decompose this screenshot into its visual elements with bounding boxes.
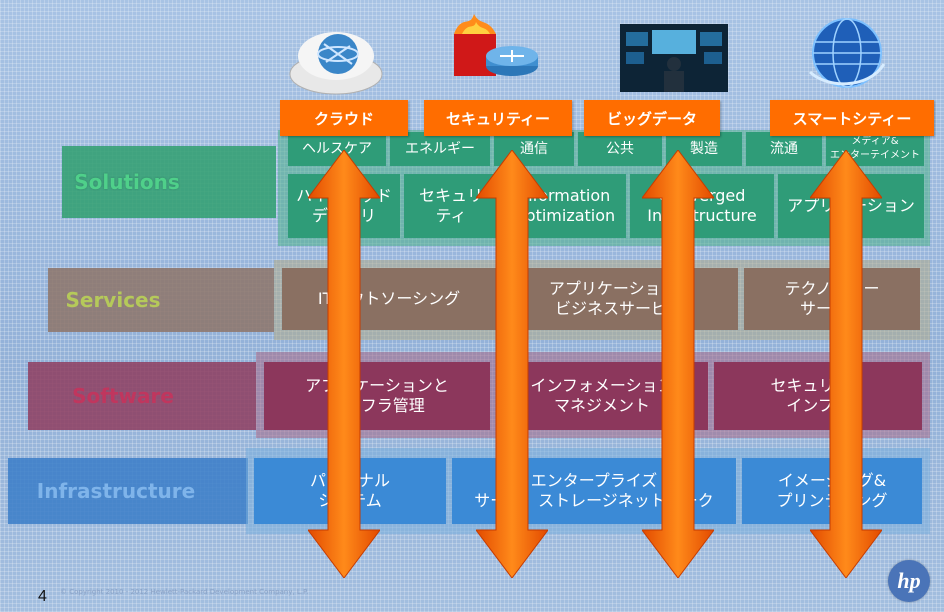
copyright-text: © Copyright 2010 - 2012 Hewlett-Packard …	[60, 588, 309, 596]
infrastructure-band	[8, 458, 248, 524]
arrow-big-data	[642, 150, 714, 578]
solutions-vertical-public: 公共	[578, 132, 662, 166]
data-display-icon	[620, 24, 728, 92]
solutions-vertical-retail: 流通	[746, 132, 822, 166]
infrastructure-label: Infrastructure	[36, 479, 196, 503]
arrow-security	[476, 150, 548, 578]
arrow-smart-city	[810, 150, 882, 578]
solutions-band	[62, 146, 276, 218]
hp-logo-text: hp	[897, 568, 921, 593]
software-label: Software	[72, 384, 174, 408]
services-band	[48, 268, 274, 332]
header-security: セキュリティー	[424, 100, 572, 136]
services-label: Services	[65, 288, 161, 312]
arrow-cloud	[308, 150, 380, 578]
services-application-business: アプリケーション& ビジネスサービス	[500, 268, 738, 330]
hp-logo-icon: hp	[888, 560, 930, 602]
cloud-icon	[289, 32, 383, 95]
header-cloud: クラウド	[280, 100, 408, 136]
firewall-router-icon	[454, 14, 538, 76]
header-big-data: ビッグデータ	[584, 100, 720, 136]
solutions-vertical-manufacturing: 製造	[666, 132, 742, 166]
solutions-label: Solutions	[74, 170, 180, 194]
software-band	[28, 362, 256, 430]
solutions-vertical-energy: エネルギー	[390, 132, 490, 166]
header-smart-city: スマートシティー	[770, 100, 934, 136]
page-number: 4	[38, 588, 47, 605]
globe-icon	[808, 18, 886, 88]
solutions-security: セキュリ ティ	[404, 174, 498, 238]
